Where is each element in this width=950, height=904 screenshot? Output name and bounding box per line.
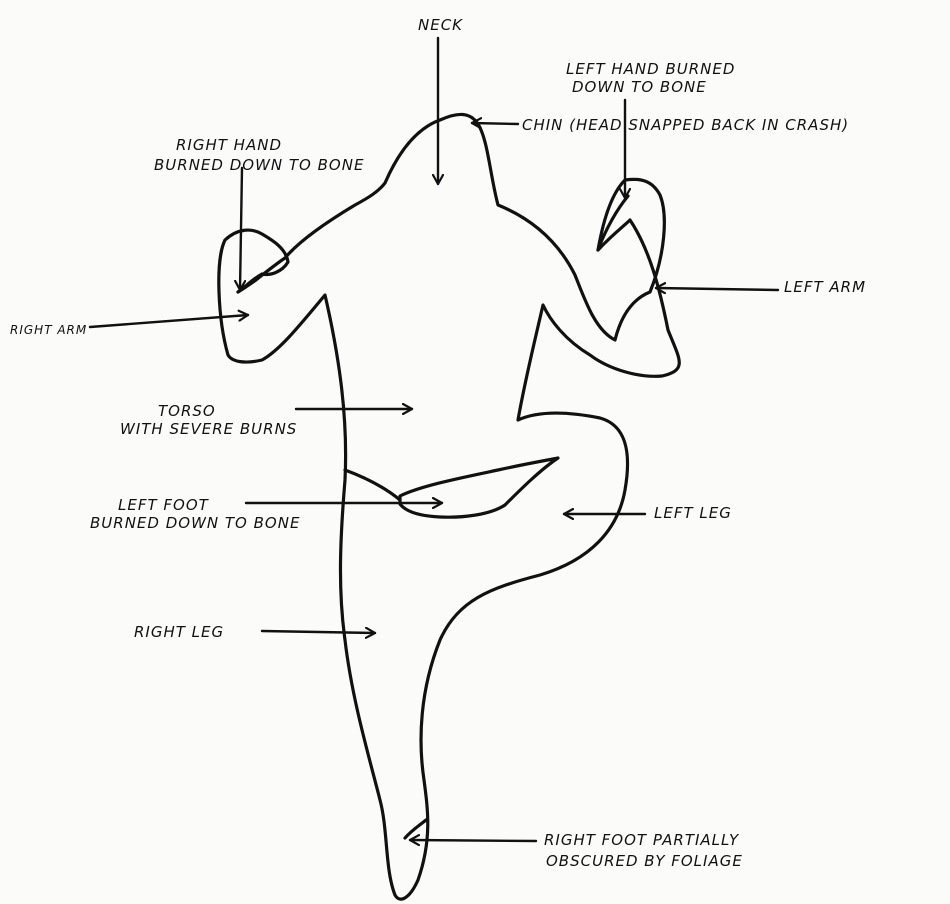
left-arm-arrow — [656, 288, 778, 290]
label-right-foot-line2: OBSCURED BY FOLIAGE — [546, 852, 743, 870]
label-right-leg: RIGHT LEG — [134, 623, 224, 641]
label-right-arm: RIGHT ARM — [10, 323, 87, 337]
label-left-foot-line1: LEFT FOOT — [118, 496, 210, 514]
chin-arrow — [472, 123, 518, 124]
label-chin: CHIN (HEAD SNAPPED BACK IN CRASH) — [522, 116, 849, 134]
right-arm-arrow — [90, 315, 248, 327]
label-torso-line1: TORSO — [158, 402, 216, 420]
label-neck: NECK — [418, 16, 463, 34]
right-hand-arrow — [240, 168, 242, 290]
label-right-hand-line1: RIGHT HAND — [176, 136, 282, 154]
label-torso-line2: WITH SEVERE BURNS — [120, 420, 297, 438]
right-foot-seam — [405, 820, 426, 838]
label-right-hand-line2: BURNED DOWN TO BONE — [154, 156, 364, 174]
right-foot-arrow — [410, 840, 536, 841]
right-leg-arrow — [262, 631, 375, 633]
label-right-foot-line1: RIGHT FOOT PARTIALLY — [544, 831, 740, 849]
label-left-foot-line2: BURNED DOWN TO BONE — [90, 514, 300, 532]
label-left-arm: LEFT ARM — [784, 278, 866, 296]
label-left-hand-line2: DOWN TO BONE — [572, 78, 707, 96]
label-left-hand-line1: LEFT HAND BURNED — [566, 60, 735, 78]
left-foot-outline — [400, 458, 558, 517]
right-hand-detail — [238, 274, 262, 292]
leg-seam — [345, 470, 400, 500]
label-left-leg: LEFT LEG — [654, 504, 732, 522]
body-outline — [219, 114, 679, 899]
